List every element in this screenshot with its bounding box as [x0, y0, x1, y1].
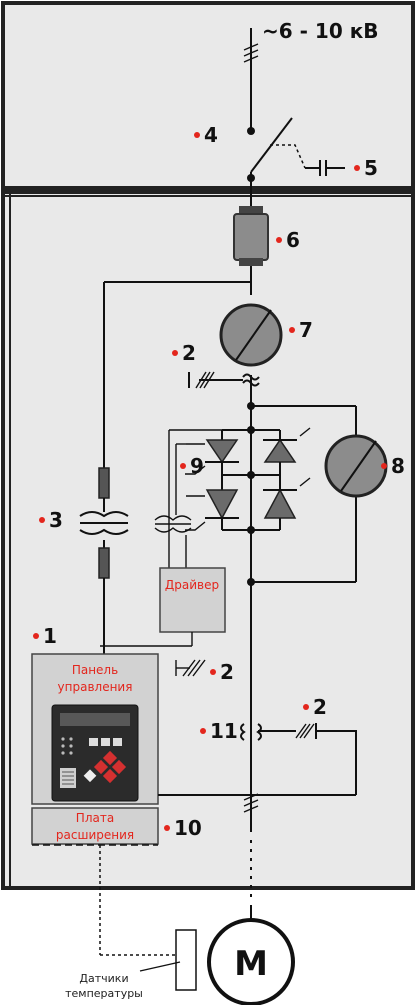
label-4: 4: [204, 123, 218, 147]
top-cabinet-frame: [1, 1, 415, 190]
svg-text:расширения: расширения: [56, 828, 134, 842]
label-7: 7: [299, 318, 313, 342]
label-3: 3: [49, 508, 63, 532]
control-transformer: [79, 511, 129, 535]
label-6: 6: [286, 228, 300, 252]
svg-text:Панель: Панель: [72, 663, 118, 677]
label-2-top: 2: [182, 341, 196, 365]
temperature-sensor-box: [175, 929, 197, 991]
motor: M: [207, 918, 295, 1005]
fiber-link-driver: [175, 659, 206, 677]
control-panel: Панель управления: [31, 653, 159, 805]
expansion-board: Плата расширения: [31, 807, 159, 846]
svg-text:M: M: [234, 944, 268, 984]
driver-transformer: [154, 515, 192, 533]
three-phase-mark-top: [243, 43, 259, 63]
left-fuse-lower: [98, 547, 110, 579]
current-sensor-11: [240, 723, 356, 741]
current-transformer: [188, 371, 260, 389]
driver-label: Драйвер: [165, 578, 219, 592]
label-10: 10: [174, 816, 202, 840]
label-1: 1: [43, 624, 57, 648]
fuse-component: [233, 206, 269, 266]
label-5: 5: [364, 156, 378, 180]
label-2-sensor: 2: [313, 695, 327, 719]
label-2-driver: 2: [220, 660, 234, 684]
contactor-7: [219, 303, 283, 367]
disconnect-switch: [247, 117, 345, 182]
voltage-label: ~6 - 10 кВ: [262, 19, 379, 43]
thyristor-block: [185, 406, 311, 534]
label-11: 11: [210, 719, 238, 743]
svg-text:управления: управления: [58, 680, 133, 694]
label-8: 8: [391, 454, 405, 478]
sensor-caption-line2: температуры: [65, 987, 143, 1000]
driver-box: Драйвер: [159, 567, 226, 633]
svg-text:Плата: Плата: [76, 811, 114, 825]
left-fuse-upper: [98, 467, 110, 499]
sensor-caption-line1: Датчики: [79, 972, 128, 985]
label-9: 9: [190, 454, 204, 478]
bypass-contactor-8: [324, 434, 388, 498]
